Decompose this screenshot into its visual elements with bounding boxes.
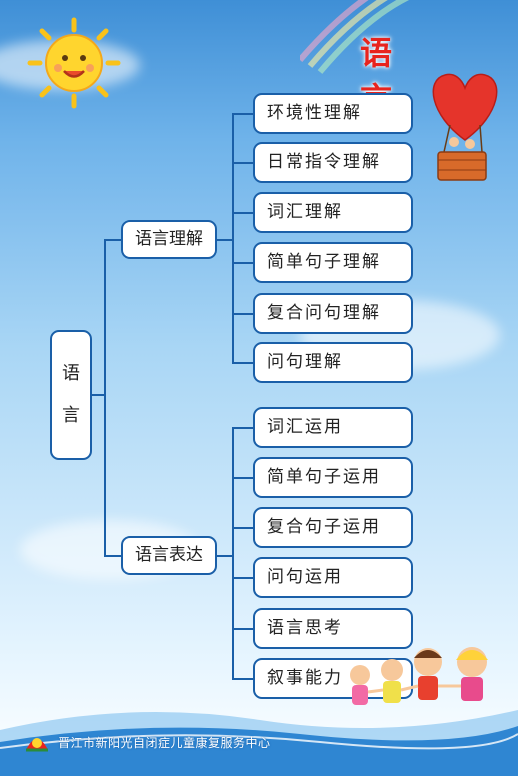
branch-node-expression: 语言表达 [121,536,217,575]
root-node: 语 言 [50,330,92,460]
root-char: 言 [62,405,80,426]
connector-leaf [232,577,254,579]
page-title: 语 言 [360,34,419,118]
connector-leaf [232,678,254,680]
connector-leaf [232,362,254,364]
leaf-node: 问句运用 [253,557,413,598]
connector-branch-2-vertical [232,427,234,679]
connector-leaf [232,262,254,264]
sun-icon [27,17,121,109]
children-icon [350,647,488,705]
connector-leaf [232,162,254,164]
rainbow-decoration [300,0,410,74]
leaf-node: 问句理解 [253,342,413,383]
connector-leaf [232,427,254,429]
leaf-node: 词汇运用 [253,407,413,448]
leaf-node: 日常指令理解 [253,142,413,183]
connector-leaf [232,113,254,115]
connector-leaf [232,477,254,479]
organization-name: 晋江市新阳光自闭症儿童康复服务中心 [58,736,271,750]
connector-branch-2 [216,555,234,557]
leaf-node: 语言思考 [253,608,413,649]
leaf-node: 简单句子理解 [253,242,413,283]
root-char: 语 [62,363,80,384]
connector-root [90,394,106,396]
connector-leaf [232,628,254,630]
connector-branch-1 [216,239,234,241]
hot-air-balloon-icon [432,73,498,181]
leaf-node: 词汇理解 [253,192,413,233]
connector-leaf [232,527,254,529]
connector-branch-1-vertical [232,113,234,363]
wave-decoration [0,710,518,776]
connector-leaf [232,313,254,315]
leaf-node: 简单句子运用 [253,457,413,498]
connector-root-vertical [104,239,106,556]
connector-to-branch-2 [104,555,122,557]
leaf-node: 复合问句理解 [253,293,413,334]
connector-leaf [232,212,254,214]
branch-node-comprehension: 语言理解 [121,220,217,259]
leaf-node: 复合句子运用 [253,507,413,548]
logo-icon [26,738,48,752]
connector-to-branch-1 [104,239,122,241]
leaf-node: 环境性理解 [253,93,413,134]
